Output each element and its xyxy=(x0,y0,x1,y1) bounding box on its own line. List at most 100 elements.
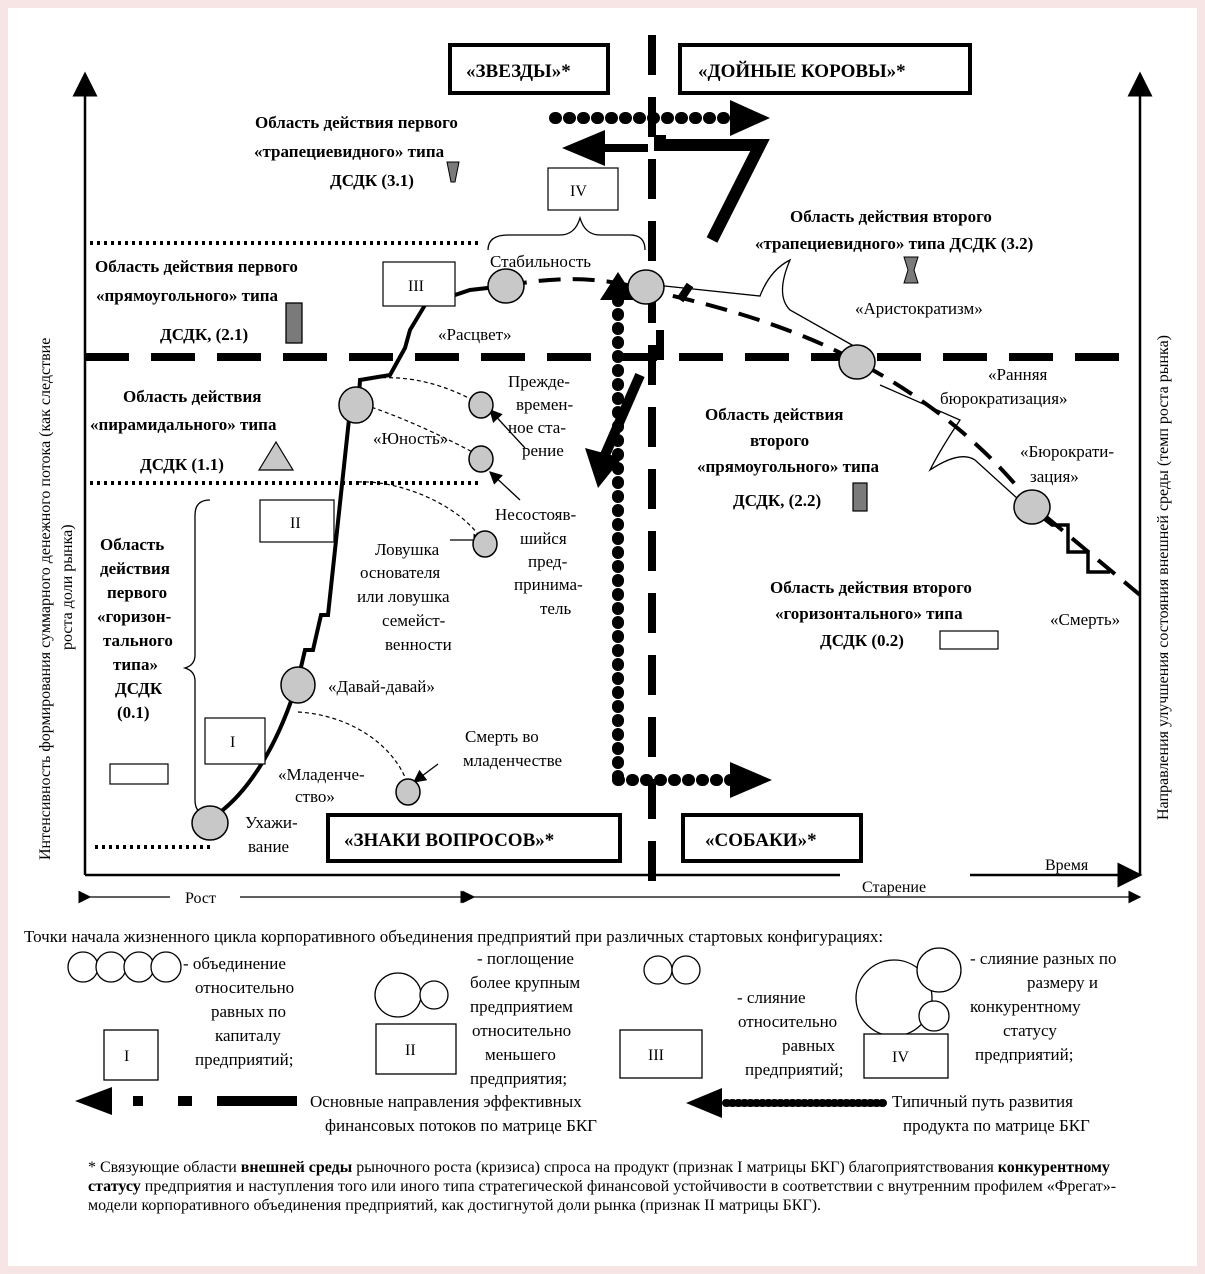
horiz2-line2: «горизонтального» типа xyxy=(775,604,963,623)
legend-path-1: Типичный путь развития xyxy=(892,1092,1073,1111)
quadrant-question-marks: «ЗНАКИ ВОПРОСОВ»* xyxy=(344,830,554,851)
legend-path-arrow xyxy=(686,1088,889,1118)
quadrant-cash-cows: «ДОЙНЫЕ КОРОВЫ»* xyxy=(698,60,906,82)
legend-c4-5: предприятий; xyxy=(975,1045,1073,1064)
legend-c1-1: - объединение xyxy=(183,954,286,973)
rect2-line4: ДСДК, (2.2) xyxy=(733,491,821,510)
stage-death: «Смерть» xyxy=(1050,610,1120,629)
founder-trap-4: семейст- xyxy=(382,611,446,630)
right-axis-label: Направления улучшения состояния внешней … xyxy=(1155,335,1172,820)
legend-c4-4: статусу xyxy=(1003,1021,1057,1040)
product-path xyxy=(549,100,772,798)
legend-texts: - объединение относительно равных по кап… xyxy=(183,949,1116,1088)
stage-courtship-2: вание xyxy=(248,837,289,856)
legend-roman-ii: II xyxy=(405,1042,416,1059)
stage-labels: Ухажи- вание «Младенче- ство» «Давай-дав… xyxy=(245,252,1120,856)
horiz2-line3: ДСДК (0.2) xyxy=(820,631,904,650)
footnote-part2: рыночного роста (кризиса) спроса на прод… xyxy=(352,1159,998,1176)
lifecycle-curve-aging xyxy=(504,277,1142,597)
stage-youth: «Юность» xyxy=(373,429,448,448)
bureaucracy-steps xyxy=(1031,508,1110,574)
rect1-line3: ДСДК, (2.1) xyxy=(160,325,248,344)
legend-c4-3: конкурентному xyxy=(970,997,1081,1016)
rect2-line3: «прямоугольного» типа xyxy=(697,457,880,476)
diagram-panel xyxy=(8,8,1197,1266)
trap1-line2: «трапециевидного» типа xyxy=(254,142,445,161)
founder-trap-1: Ловушка xyxy=(375,540,440,559)
trap1-line3: ДСДК (3.1) xyxy=(330,171,414,190)
legend-c3-1: - слияние xyxy=(737,988,806,1007)
legend-shapes xyxy=(67,947,962,1081)
legend-title: Точки начала жизненного цикла корпоратив… xyxy=(24,927,883,946)
rect1-line1: Область действия первого xyxy=(95,257,298,276)
horiz1-line8: (0.1) xyxy=(117,703,150,722)
trap1-line1: Область действия первого xyxy=(255,113,458,132)
legend-c2-2: более крупным xyxy=(470,973,580,992)
aging-label: Старение xyxy=(862,879,926,896)
horiz2-line1: Область действия второго xyxy=(770,578,972,597)
horiz1-line4: «горизон- xyxy=(97,607,172,626)
stage-infancy-1: «Младенче- xyxy=(278,765,365,784)
legend-c1-2: относительно xyxy=(195,978,294,997)
roman-boxes: IV III II I xyxy=(204,167,619,765)
pyr-line2: «пирамидального» типа xyxy=(90,415,277,434)
financial-flows xyxy=(562,130,770,488)
rect1-line2: «прямоугольного» типа xyxy=(96,286,279,305)
premature-aging-1: Прежде- xyxy=(508,372,570,391)
legend-c2-5: меньшего xyxy=(485,1045,556,1064)
footnote: * Связующие области внешней среды рыночн… xyxy=(88,1158,1128,1215)
stage-gogo: «Давай-давай» xyxy=(328,677,435,696)
lifecycle-markers xyxy=(191,268,1051,841)
premature-aging-4: рение xyxy=(522,441,564,460)
stage-infancy-2: ство» xyxy=(295,787,335,806)
braces xyxy=(182,215,1031,816)
legend-path-2: продукта по матрице БКГ xyxy=(903,1116,1090,1135)
founder-trap-2: основателя xyxy=(360,563,440,582)
footnote-part3: предприятия и наступления того или иного… xyxy=(88,1178,1117,1214)
infant-death-1: Смерть во xyxy=(465,727,539,746)
legend-roman-i: I xyxy=(124,1048,129,1065)
stage-prime: «Расцвет» xyxy=(438,325,512,344)
horiz1-line3: первого xyxy=(107,583,167,602)
legend-c3-3: равных xyxy=(782,1036,836,1055)
premature-aging-3: ное ста- xyxy=(508,418,566,437)
area-symbols xyxy=(109,161,999,785)
roman-iii: III xyxy=(408,278,424,295)
area-labels: Область действия первого «трапециевидног… xyxy=(90,113,1033,722)
founder-trap-5: венности xyxy=(385,635,452,654)
failed-entrepreneur-2: шийся xyxy=(520,529,567,548)
legend-c4-2: размеру и xyxy=(1027,973,1098,992)
legend-flows-2: финансовых потоков по матрице БКГ xyxy=(325,1116,597,1135)
horiz1-line5: тального xyxy=(103,631,173,650)
rect2-line1: Область действия xyxy=(705,405,843,424)
time-label: Время xyxy=(1045,857,1089,874)
legend-c2-3: предприятием xyxy=(470,997,573,1016)
founder-trap-3: или ловушка xyxy=(357,587,450,606)
stage-stability: Стабильность xyxy=(490,252,591,271)
legend-flow-arrow xyxy=(75,1087,297,1115)
quadrant-dogs: «СОБАКИ»* xyxy=(705,830,817,851)
legend-c2-1: - поглощение xyxy=(477,949,574,968)
roman-ii: II xyxy=(290,515,301,532)
roman-i: I xyxy=(230,734,235,751)
legend-c4-1: - слияние разных по xyxy=(970,949,1116,968)
failed-entrepreneur-3: пред- xyxy=(528,552,568,571)
stage-bureaucracy-1: «Бюрократи- xyxy=(1020,442,1114,461)
footnote-part1: * Связующие области xyxy=(88,1159,241,1176)
growth-label: Рост xyxy=(185,890,216,907)
failed-entrepreneur-1: Несостояв- xyxy=(495,505,576,524)
trap2-line1: Область действия второго xyxy=(790,207,992,226)
legend-roman-iv: IV xyxy=(892,1049,909,1066)
roman-iv: IV xyxy=(570,183,587,200)
stage-bureaucracy-2: зация» xyxy=(1030,467,1079,486)
legend-c1-3: равных по xyxy=(211,1002,286,1021)
rect2-line2: второго xyxy=(750,431,809,450)
legend-c3-2: относительно xyxy=(738,1012,837,1031)
y-axis-label: Интенсивность формирования суммарного де… xyxy=(37,338,54,860)
stage-early-bureaucracy-1: «Ранняя xyxy=(988,365,1048,384)
legend-roman-iii: III xyxy=(648,1047,664,1064)
stage-courtship-1: Ухажи- xyxy=(245,813,298,832)
legend-c2-4: относительно xyxy=(472,1021,571,1040)
pyr-line1: Область действия xyxy=(123,387,261,406)
